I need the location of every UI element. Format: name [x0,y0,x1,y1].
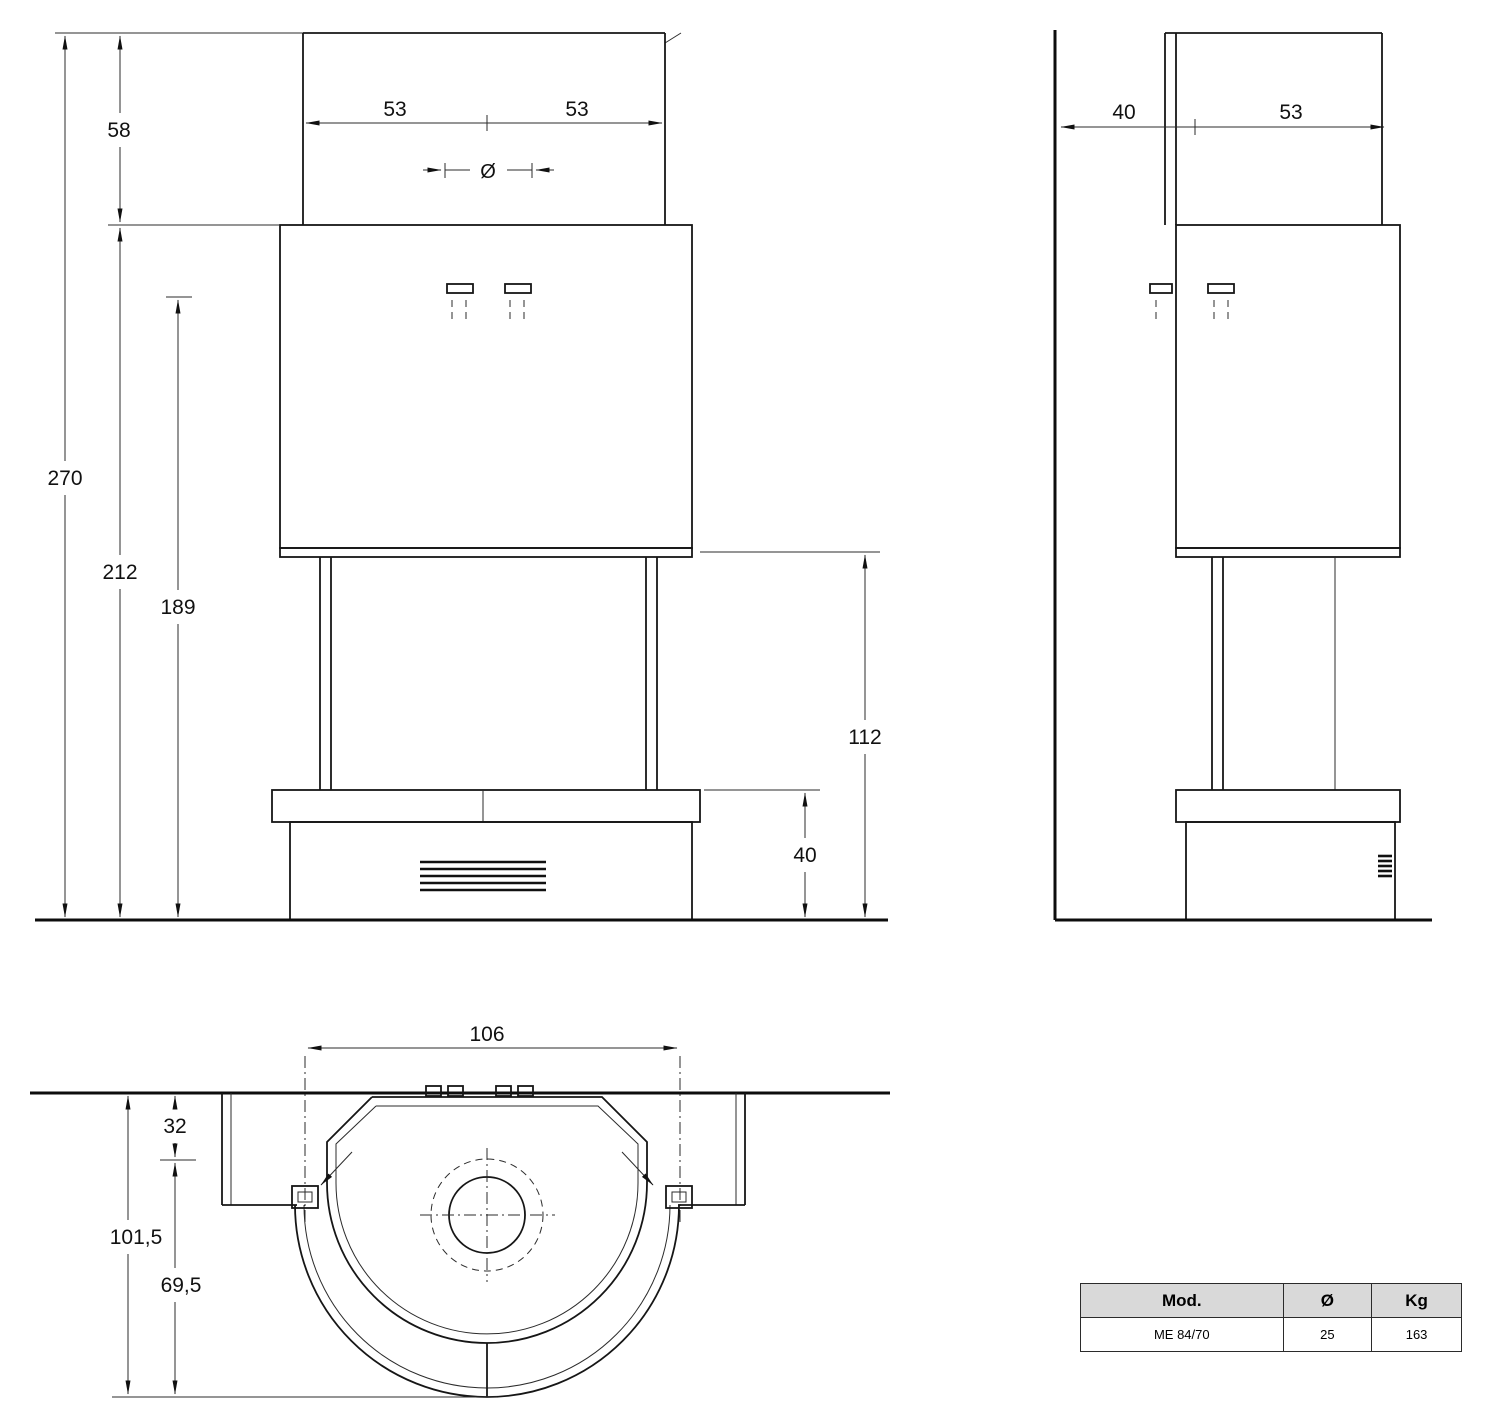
front-dim-112-label: 112 [848,726,881,749]
spec-table-header-row: Mod. Ø Kg [1080,1283,1462,1318]
hood-outline-side [1175,224,1401,549]
spec-value-model: ME 84/70 [1080,1317,1284,1352]
front-dim-189-label: 189 [160,596,195,619]
top-dim-106-label: 106 [469,1023,504,1046]
front-dim-212-label: 212 [102,561,137,584]
firebox-outer-wall-left [326,1096,373,1183]
spec-table-data-row: ME 84/70 25 163 [1080,1317,1462,1352]
spec-header-model: Mod. [1080,1283,1284,1318]
front-structure [35,32,888,922]
hood-clips-side [1149,283,1235,320]
flue-circle [420,1148,555,1282]
break-mark [664,32,682,44]
hood-clips [446,283,532,320]
front-view: 53 53 Ø 58 270 212 189 [35,32,888,922]
side-view: 40 53 [1053,30,1432,922]
front-dimensions: 53 53 Ø 58 270 212 189 [47,35,882,918]
top-view: 106 [30,1023,890,1398]
base-plinth [289,821,693,921]
front-dim-58-label: 58 [107,119,130,142]
front-dim-53-right-label: 53 [565,98,588,121]
plan-depth-dimensions: 32 69,5 101,5 [110,1095,497,1398]
spec-header-diameter: Ø [1282,1283,1373,1318]
side-latch-right [621,1151,693,1209]
vent-grille [420,860,546,892]
side-dim-53-label: 53 [1279,101,1302,124]
spec-value-diameter: 25 [1282,1317,1373,1352]
front-dim-diameter-label: Ø [480,161,496,183]
base-plinth-side [1185,821,1396,921]
hood-outline [279,224,693,549]
hood-bottom-trim [279,547,693,558]
front-dim-40-label: 40 [793,844,816,867]
firebox-posts-side [1211,557,1336,790]
plan-structure [30,1085,890,1398]
front-dim-270-label: 270 [47,467,82,490]
top-dim-32-label: 32 [163,1115,186,1138]
spec-value-weight: 163 [1371,1317,1462,1352]
mantel-shelf-side [1175,789,1401,823]
top-dim-101-5-label: 101,5 [110,1226,163,1249]
glass-front-inner-arc [335,1182,639,1335]
side-dim-40-label: 40 [1112,101,1135,124]
side-dimensions: 40 53 [1060,101,1385,135]
top-dim-69-5-label: 69,5 [161,1274,202,1297]
spec-header-weight: Kg [1371,1283,1462,1318]
hood-bottom-trim-side [1175,547,1401,558]
side-structure [1053,30,1432,922]
firebox-posts [319,557,658,790]
vent-grille-side [1378,854,1392,878]
spec-table: Mod. Ø Kg ME 84/70 25 163 [1080,1283,1462,1352]
back-mounting-tabs [425,1085,534,1097]
front-dim-53-left-label: 53 [383,98,406,121]
plan-dimension-106: 106 [304,1023,681,1222]
firebox-outer-wall-right [372,1096,648,1183]
side-latch-left [291,1151,353,1209]
mantel-shelf [271,789,701,823]
